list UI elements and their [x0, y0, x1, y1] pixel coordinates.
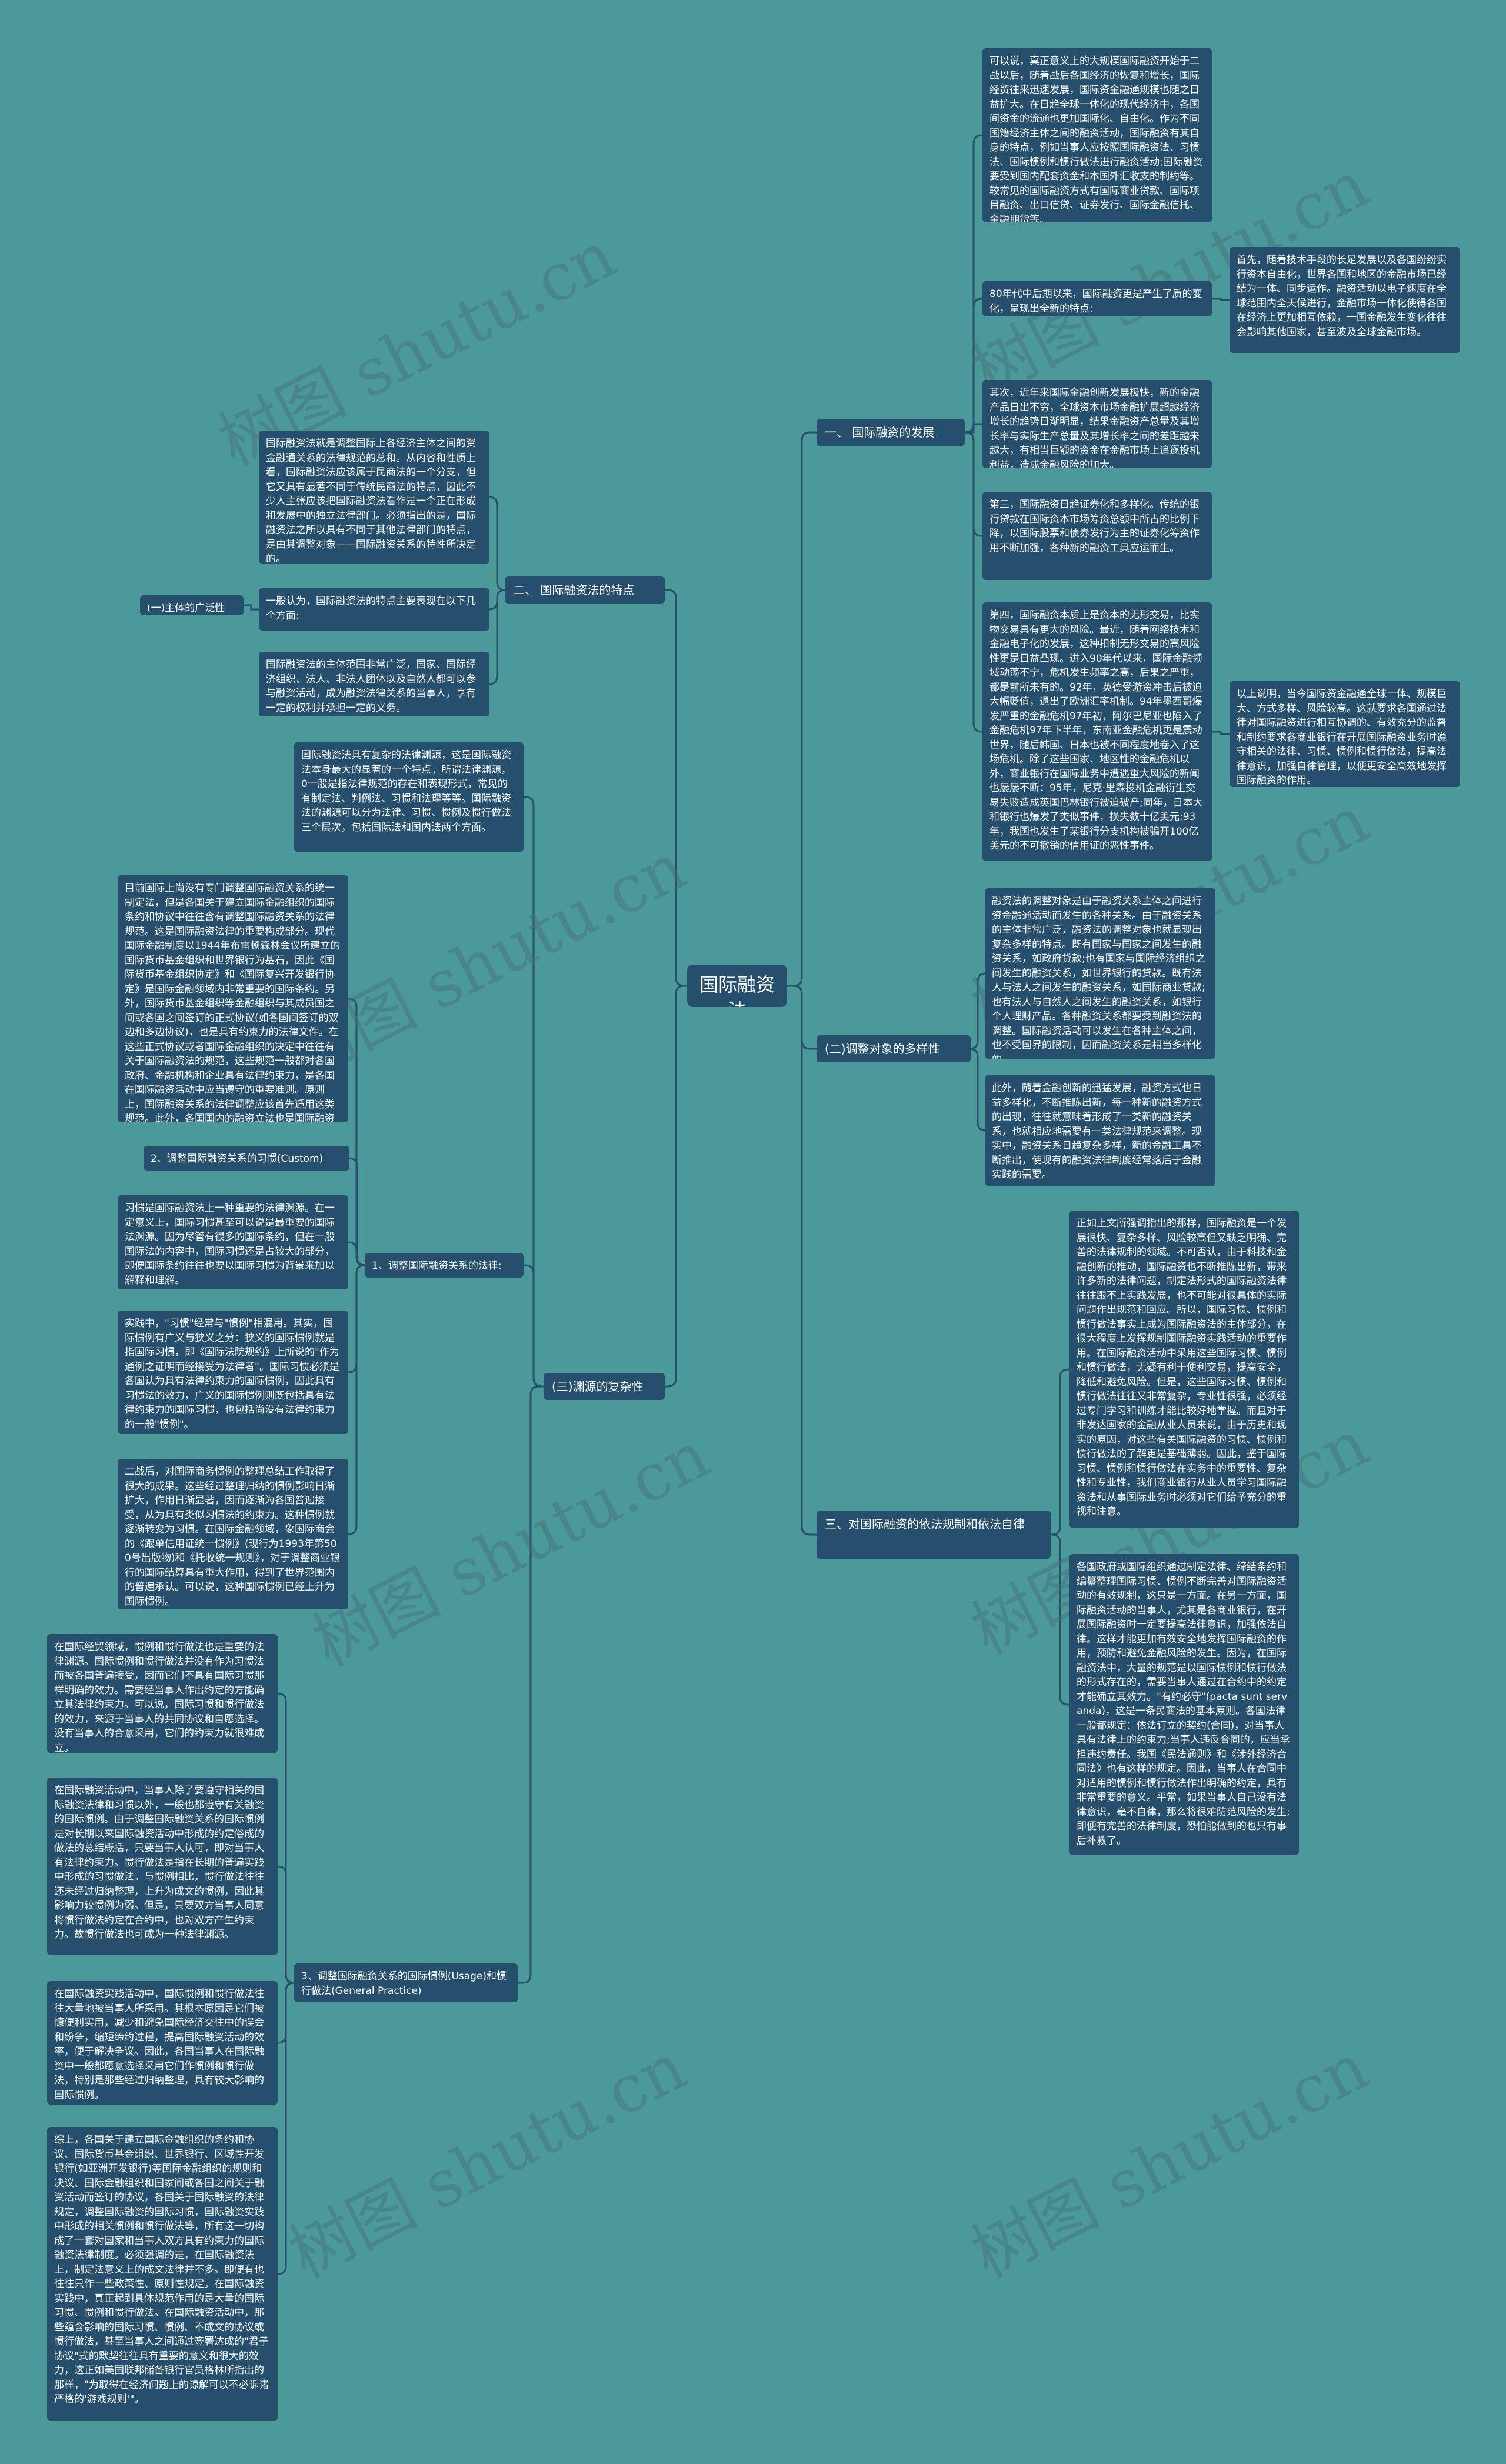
- leaf-topic[interactable]: 3、调整国际融资关系的国际惯例(Usage)和惯行做法(General Prac…: [294, 1963, 518, 2002]
- connector-line: [965, 431, 982, 733]
- branch-topic[interactable]: 一、 国际融资的发展: [817, 419, 965, 446]
- leaf-topic[interactable]: 第四，国际融资本质上是资本的无形交易，比实物交易具有更大的风险。最近，随着网络技…: [982, 602, 1212, 861]
- connector-line: [244, 604, 259, 611]
- leaf-topic[interactable]: 在国际融资活动中，当事人除了要遵守相关的国际融资法律和习惯以外，一般也都遵守有关…: [47, 1778, 278, 1955]
- leaf-topic[interactable]: 此外，随着金融创新的迅猛发展，融资方式也日益多样化，不断推陈出新，每一种新的融资…: [985, 1075, 1215, 1186]
- connector-line: [965, 423, 982, 434]
- branch-topic[interactable]: (二)调整对象的多样性: [817, 1035, 971, 1062]
- leaf-topic[interactable]: 在国际经贸领域，惯例和惯行做法也是重要的法律渊源。国际惯例和惯行做法并没有作为习…: [47, 1634, 278, 1753]
- leaf-topic[interactable]: 习惯是国际融资法上一种重要的法律渊源。在一定意义上，国际习惯甚至可以说是最重要的…: [118, 1195, 348, 1289]
- leaf-topic[interactable]: 各国政府或国际组织通过制定法律、缔结条约和编纂整理国际习惯、惯例不断完善对国际融…: [1069, 1554, 1299, 1855]
- connector-line: [1051, 1533, 1069, 1706]
- leaf-topic[interactable]: 国际融资法具有复杂的法律渊源，这是国际融资法本身最大的显著的一个特点。所谓法律渊…: [294, 742, 524, 852]
- leaf-topic[interactable]: 一般认为，国际融资法的特点主要表现在以下几个方面:: [259, 588, 489, 631]
- connector-line: [1212, 731, 1230, 735]
- leaf-topic[interactable]: 2、调整国际融资关系的习惯(Custom): [144, 1146, 349, 1171]
- leaf-topic[interactable]: 以上说明，当今国际资金融通全球一体、规模巨大、方式多样、风险较高。这就要求各国通…: [1230, 681, 1460, 787]
- connector-line: [1051, 1368, 1069, 1536]
- connector-line: [277, 1865, 295, 1984]
- leaf-topic[interactable]: 在国际融资实践活动中，国际惯例和惯行做法往往大量地被当事人所采用。其根本原因是它…: [47, 1981, 278, 2105]
- branch-topic[interactable]: (三)渊源的复杂性: [544, 1373, 665, 1400]
- leaf-topic[interactable]: 80年代中后期以来，国际融资更是产生了质的变化，呈现出全新的特点:: [982, 281, 1212, 316]
- leaf-topic[interactable]: 可以说，真正意义上的大规模国际融资开始于二战以后，随着战后各国经济的恢复和增长，…: [982, 48, 1212, 222]
- leaf-topic[interactable]: 1、调整国际融资关系的法律:: [365, 1253, 524, 1278]
- connector-line: [518, 1385, 544, 1984]
- leaf-topic[interactable]: 第三，国际融资日趋证券化和多样化。传统的银行贷款在国际资本市场筹资总额中所占的比…: [982, 492, 1212, 580]
- connector-line: [965, 298, 982, 434]
- connector-line: [524, 1264, 544, 1388]
- connector-line: [665, 589, 687, 987]
- connector-line: [969, 972, 987, 1050]
- connector-line: [1212, 298, 1230, 301]
- leaf-topic[interactable]: 实践中，"习惯"经常与"惯例"相混用。其实，国际惯例有广义与狭义之分：狭义的国际…: [118, 1311, 348, 1434]
- leaf-topic[interactable]: 首先，随着技术手段的长足发展以及各国纷纷实行资本自由化，世界各国和地区的金融市场…: [1230, 247, 1460, 353]
- leaf-topic[interactable]: 二战后，对国际商务惯例的整理总结工作取得了很大的成果。这些经过整理归纳的惯例影响…: [118, 1459, 348, 1609]
- leaf-topic[interactable]: (一)主体的广泛性: [140, 595, 244, 615]
- branch-topic[interactable]: 三、对国际融资的依法规制和依法自律: [817, 1511, 1051, 1559]
- leaf-topic[interactable]: 融资法的调整对象是由于融资关系主体之间进行资金融通活动而发生的各种关系。由于融资…: [985, 888, 1215, 1059]
- connector-line: [277, 1982, 295, 2275]
- connector-line: [488, 589, 506, 685]
- connector-line: [787, 985, 817, 1536]
- connector-line: [665, 985, 687, 1388]
- connector-line: [969, 1048, 987, 1132]
- leaf-topic[interactable]: 正如上文所强调指出的那样，国际融资是一个发展很快、复杂多样、风险较高但又缺乏明确…: [1069, 1211, 1299, 1528]
- connector-line: [488, 496, 506, 591]
- connector-line: [348, 1264, 365, 1535]
- leaf-topic[interactable]: 其次，近年来国际金融创新发展极快，新的金融产品日出不穷，全球资本市场金融扩展超越…: [982, 380, 1212, 468]
- root-topic[interactable]: 国际融资法: [687, 965, 787, 1007]
- leaf-topic[interactable]: 国际融资法的主体范围非常广泛，国家、国际经济组织、法人、非法人团体以及自然人都可…: [259, 652, 489, 716]
- connector-line: [348, 1241, 365, 1266]
- leaf-topic[interactable]: 目前国际上尚没有专门调整国际融资关系的统一制定法，但是各国关于建立国际金融组织的…: [118, 875, 348, 1122]
- connector-line: [787, 431, 817, 987]
- branch-topic[interactable]: 二、 国际融资法的特点: [505, 576, 665, 604]
- leaf-topic[interactable]: 国际融资法就是调整国际上各经济主体之间的资金融通关系的法律规范的总和。从内容和性…: [259, 431, 489, 564]
- leaf-topic[interactable]: 综上，各国关于建立国际金融组织的条约和协议、国际货币基金组织、世界银行、区域性开…: [47, 2127, 278, 2421]
